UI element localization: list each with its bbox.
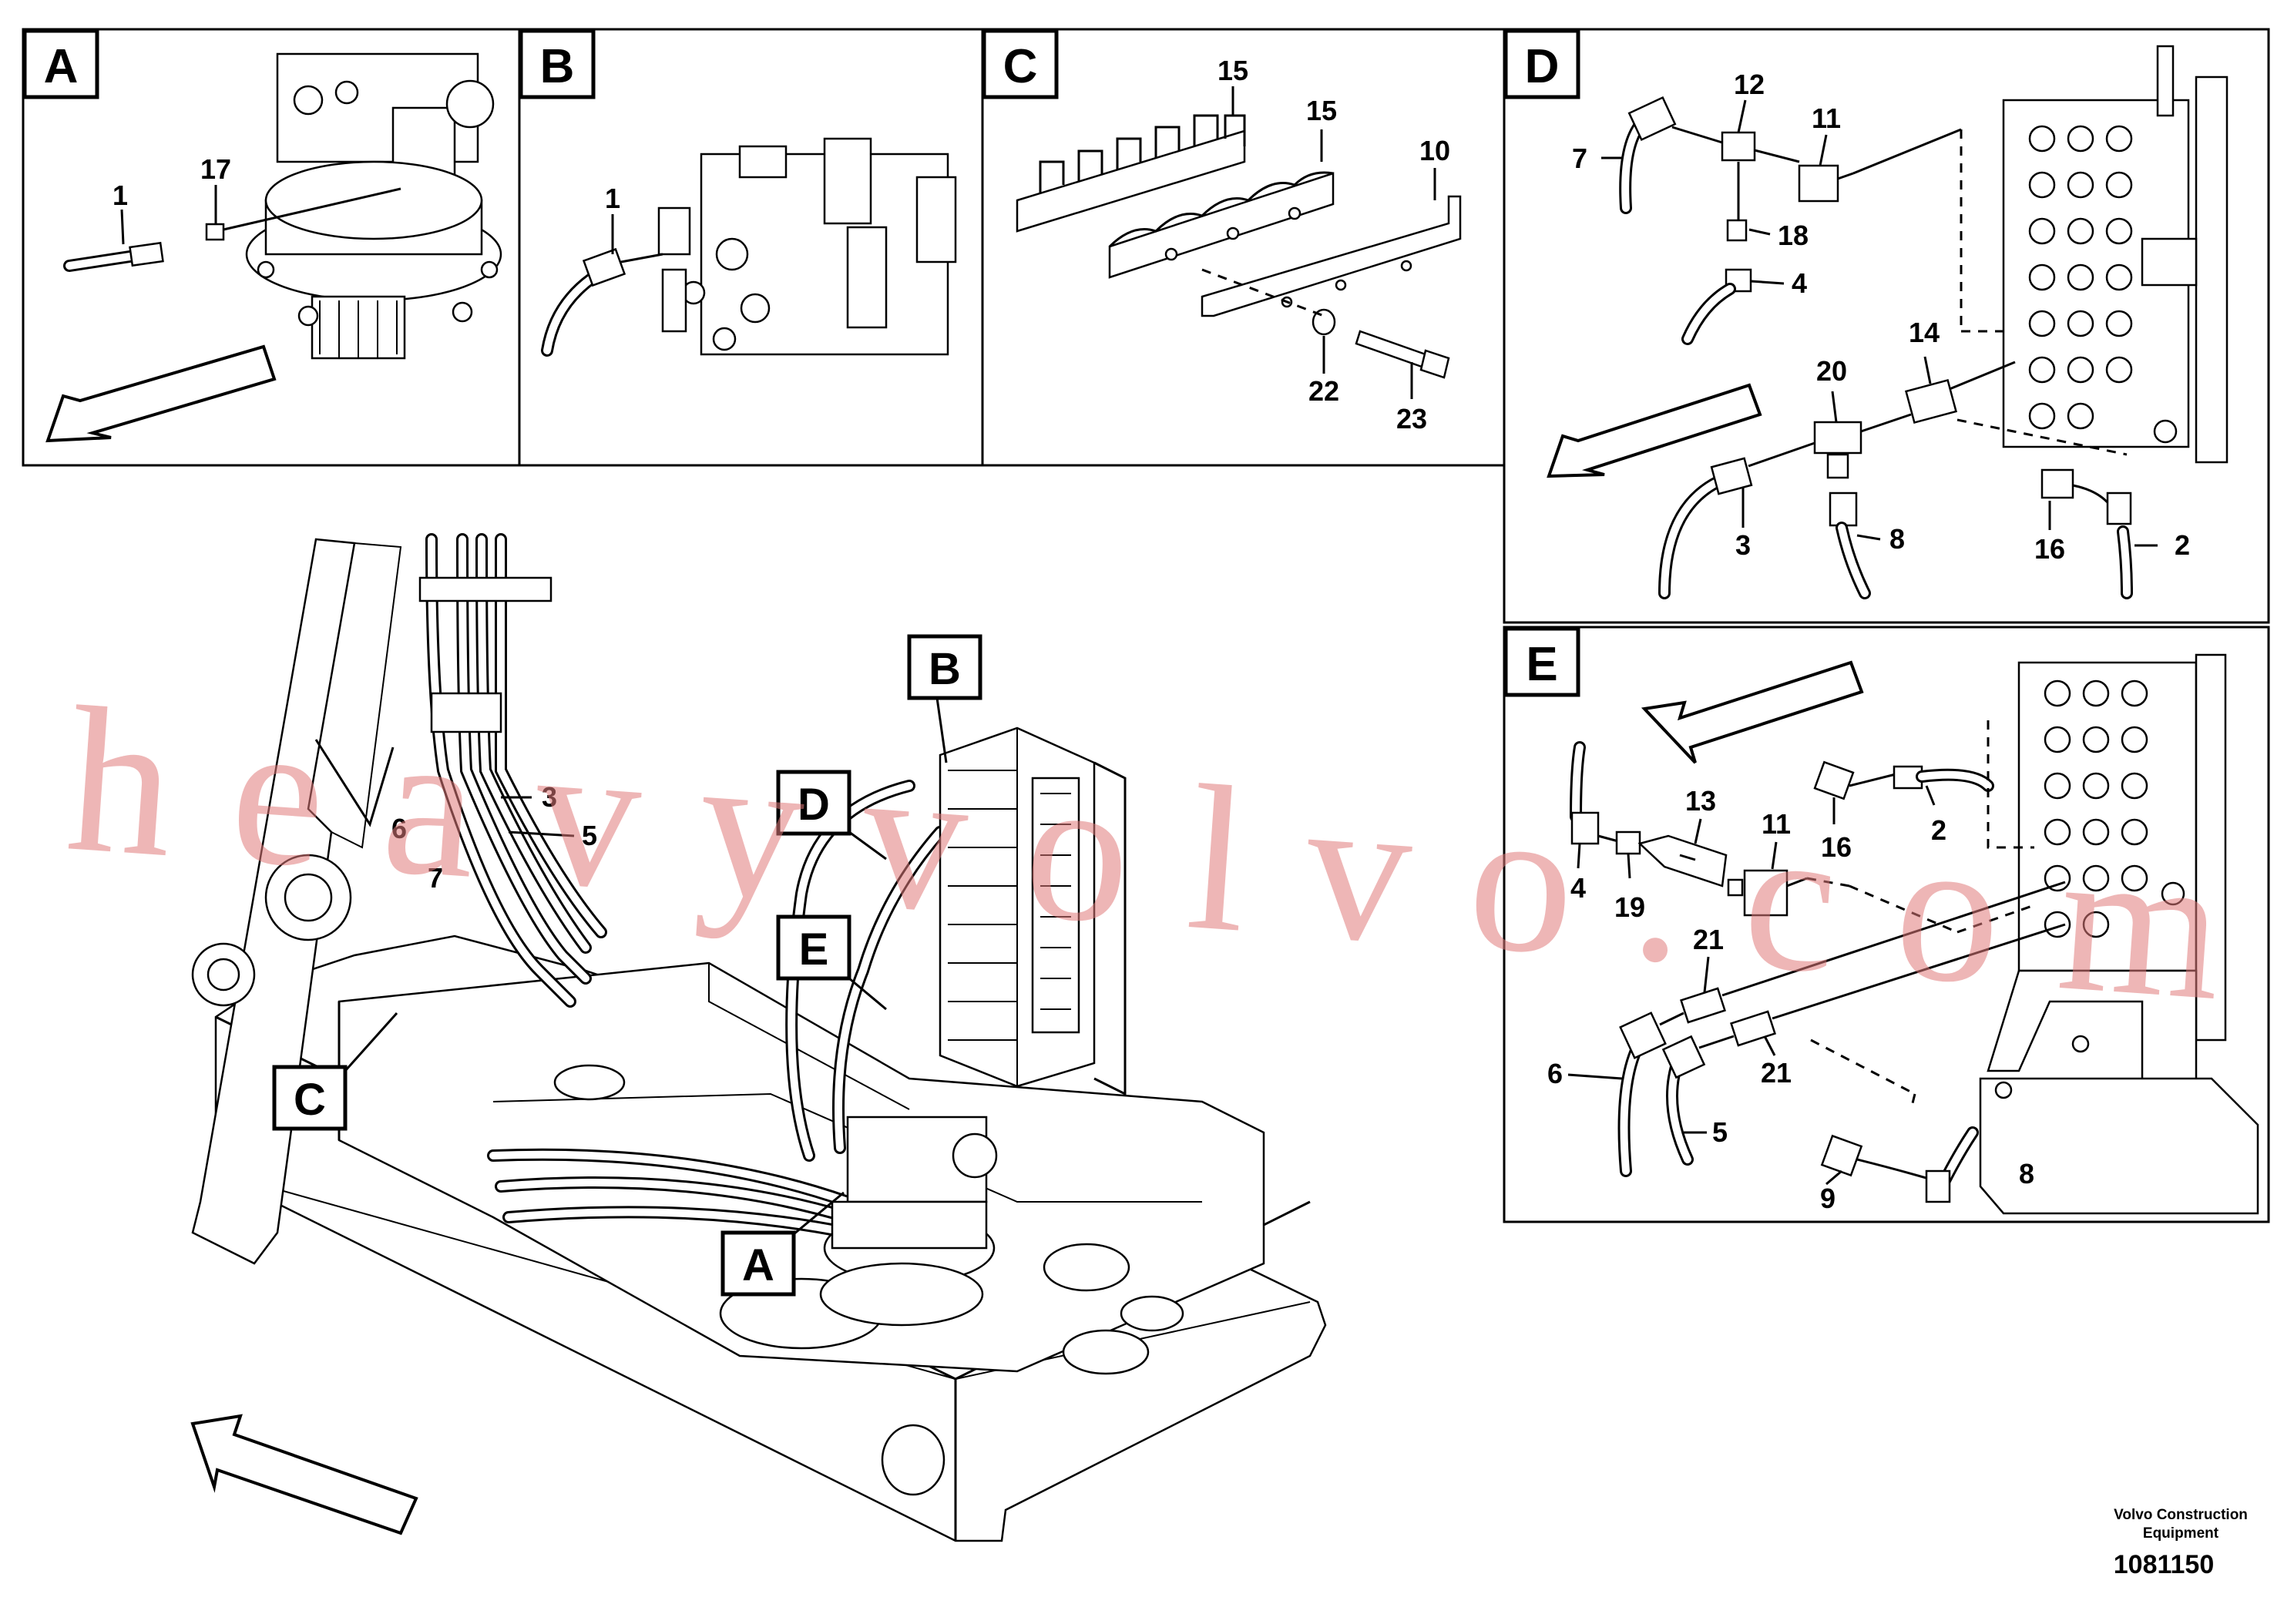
main-label-3: 3: [542, 781, 557, 813]
callout-d-box: [776, 770, 851, 836]
panel-e-fittings: [1570, 720, 2066, 1203]
panel-e-label-4: 4: [1570, 872, 1586, 904]
panel-e-label-16: 16: [1821, 831, 1852, 863]
panel-d-label-8: 8: [1889, 523, 1905, 555]
panel-d-label-12: 12: [1734, 69, 1765, 100]
panel-e-label-8: 8: [2019, 1158, 2034, 1189]
panel-d: D: [1503, 29, 2229, 599]
panel-d-letter: D: [1525, 40, 1560, 93]
panel-c-label-10: 10: [1419, 135, 1450, 166]
valve-block-e: [1979, 653, 2259, 1215]
panel-c-letter-box: [982, 29, 1059, 99]
panel-c-label-23: 23: [1396, 403, 1427, 435]
panel-e-letter-box: [1503, 626, 1580, 697]
main-callouts: B D E C A: [272, 634, 982, 1297]
panel-b: B 1: [519, 29, 957, 357]
panel-a-letter-box: [22, 29, 99, 99]
panel-a-label-1: 1: [113, 180, 128, 211]
bolt-and-washer: [1201, 268, 1450, 379]
panel-d-label-16: 16: [2034, 533, 2065, 565]
panel-e-label-2: 2: [1931, 814, 1946, 846]
panel-a: A 1 17: [22, 29, 502, 443]
panel-a-letter: A: [44, 40, 79, 93]
panel-e-label-21b: 21: [1761, 1057, 1792, 1089]
panel-b-hose: [541, 247, 663, 357]
main-label-6: 6: [391, 813, 407, 844]
direction-arrow-a: [45, 344, 277, 443]
panel-c-label-22: 22: [1308, 375, 1339, 407]
document-number: 1081150: [2114, 1550, 2215, 1579]
hose-clamp-lower: [1108, 171, 1335, 279]
hose-clamp-upper: [1016, 114, 1246, 233]
panel-d-letter-box: [1503, 29, 1580, 99]
clamp-plate: [1201, 195, 1462, 317]
panel-b-letter: B: [540, 40, 575, 93]
valve-block-d: [2002, 45, 2229, 464]
swing-motor-illustration: [245, 52, 502, 360]
callout-a: A: [742, 1240, 774, 1290]
panel-b-label-1: 1: [605, 183, 620, 214]
panel-e-label-9: 9: [1820, 1183, 1836, 1214]
main-label-7: 7: [428, 862, 443, 894]
footer: Volvo Construction Equipment 1081150: [2114, 1507, 2248, 1579]
panel-d-label-11: 11: [1812, 102, 1841, 134]
callout-e: E: [799, 924, 829, 975]
detail-panels-frame: [22, 28, 2270, 1223]
main-label-5: 5: [582, 820, 597, 851]
direction-arrow-main: [190, 1414, 418, 1535]
callout-b: B: [929, 644, 961, 694]
panel-c-label-15b: 15: [1306, 95, 1337, 126]
panel-d-label-3: 3: [1735, 529, 1751, 561]
panel-e-label-11: 11: [1762, 808, 1791, 840]
panel-e-label-21a: 21: [1693, 924, 1724, 955]
panel-d-label-14: 14: [1909, 317, 1940, 348]
brand-line-1: Volvo Construction: [2114, 1507, 2248, 1523]
direction-arrow-d: [1547, 383, 1762, 478]
panel-e-label-5: 5: [1712, 1116, 1728, 1148]
callout-d: D: [798, 780, 830, 830]
panel-d-label-20: 20: [1816, 355, 1847, 387]
panel-a-label-17: 17: [200, 153, 231, 185]
panel-a-hose: [63, 187, 401, 272]
control-valve-illustration: [657, 137, 957, 356]
panel-e-label-13: 13: [1685, 785, 1716, 817]
callout-e-box: [776, 914, 851, 981]
panel-e-letter: E: [1526, 638, 1557, 691]
panel-d-label-4: 4: [1792, 267, 1807, 299]
panel-e: E: [1503, 626, 2259, 1215]
callout-c-box: [272, 1065, 348, 1131]
panel-e-label-19: 19: [1614, 891, 1645, 923]
panel-e-label-6: 6: [1547, 1058, 1563, 1089]
main-assembly-illustration: [191, 533, 1327, 1542]
main-labels: 3 5 6 7: [391, 781, 597, 894]
panel-c: C 15 15 10: [982, 29, 1462, 435]
panel-c-letter: C: [1003, 40, 1038, 93]
panel-d-label-2: 2: [2175, 529, 2190, 561]
direction-arrow-e: [1641, 660, 1864, 764]
callout-b-box: [907, 634, 982, 700]
panel-d-fittings: [1619, 96, 2133, 599]
panel-d-label-18: 18: [1778, 220, 1809, 251]
callout-c: C: [294, 1075, 326, 1125]
panel-c-label-15a: 15: [1218, 55, 1248, 86]
callout-a-box: [720, 1230, 796, 1297]
brand-line-2: Equipment: [2143, 1525, 2219, 1542]
panel-b-letter-box: [519, 29, 596, 99]
panel-d-label-7: 7: [1572, 143, 1587, 174]
